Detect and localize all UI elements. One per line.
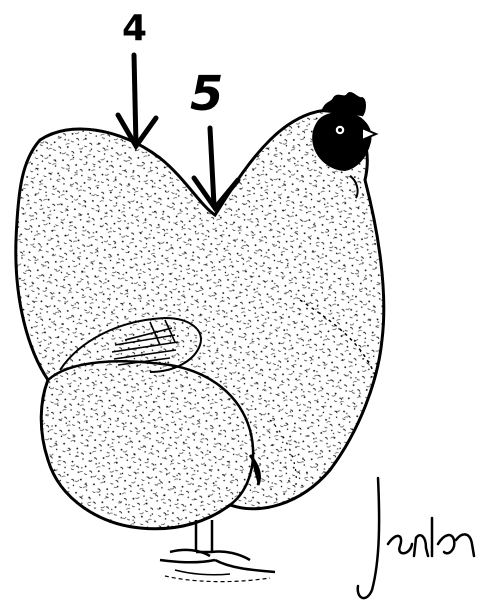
ground-line bbox=[165, 576, 270, 582]
artist-signature bbox=[358, 478, 474, 598]
hen-body bbox=[16, 110, 384, 529]
marker-5: 5 bbox=[190, 66, 238, 208]
marker-4-arrow bbox=[118, 55, 156, 146]
marker-4-label: 4 bbox=[122, 8, 147, 49]
marker-4: 4 bbox=[118, 8, 156, 146]
marker-5-label: 5 bbox=[190, 66, 223, 122]
